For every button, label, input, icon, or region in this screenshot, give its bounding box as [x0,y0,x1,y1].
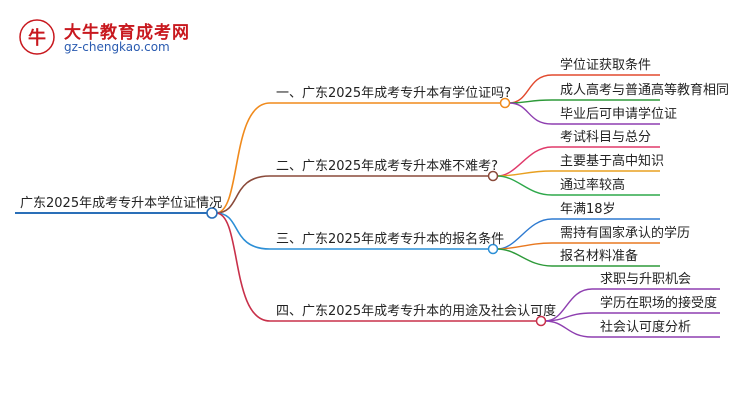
svg-text:牛: 牛 [28,27,46,49]
child-topic[interactable]: 成人高考与普通高等教育相同 [560,83,730,98]
branch-topic[interactable]: 四、广东2025年成考专升本的用途及社会认可度 [276,304,557,319]
child-topic[interactable]: 考试科目与总分 [560,130,652,145]
branch-connector [215,212,271,322]
branch-connector [215,175,271,214]
child-topic[interactable]: 通过率较高 [560,178,626,193]
logo-title: 大牛教育成考网 [64,23,190,43]
child-connector [508,102,553,125]
child-connector [496,242,553,250]
branch-collapse-toggle[interactable] [499,97,511,109]
child-connector [496,248,553,267]
site-logo[interactable]: 牛 大牛教育成考网 gz-chengkao.com [18,18,189,58]
branch-topic[interactable]: 一、广东2025年成考专升本有学位证吗? [276,86,511,101]
child-topic[interactable]: 年满18岁 [560,202,616,217]
logo-mark-icon: 牛 [19,19,55,55]
child-topic[interactable]: 学历在职场的接受度 [600,296,718,311]
child-connector [544,320,593,338]
logo-url: gz-chengkao.com [64,40,170,54]
child-topic[interactable]: 需持有国家承认的学历 [560,226,691,241]
child-connector [496,175,553,196]
child-topic[interactable]: 主要基于高中知识 [560,154,665,169]
branch-collapse-toggle[interactable] [487,243,499,255]
branch-collapse-toggle[interactable] [535,315,547,327]
child-connector [496,218,553,250]
branch-topic[interactable]: 二、广东2025年成考专升本难不难考? [276,159,498,174]
branch-topic[interactable]: 三、广东2025年成考专升本的报名条件 [276,232,505,247]
branch-connector [215,212,271,250]
child-topic[interactable]: 报名材料准备 [560,249,639,264]
child-topic[interactable]: 社会认可度分析 [600,320,692,335]
root-collapse-toggle[interactable] [206,207,218,219]
branch-collapse-toggle[interactable] [487,170,499,182]
child-topic[interactable]: 毕业后可申请学位证 [560,107,678,122]
root-topic[interactable]: 广东2025年成考专升本学位证情况 [20,196,223,211]
child-connector [496,170,553,177]
child-topic[interactable]: 求职与升职机会 [600,272,692,287]
child-connector [508,74,553,104]
child-topic[interactable]: 学位证获取条件 [560,58,652,73]
branch-connector [215,102,271,214]
